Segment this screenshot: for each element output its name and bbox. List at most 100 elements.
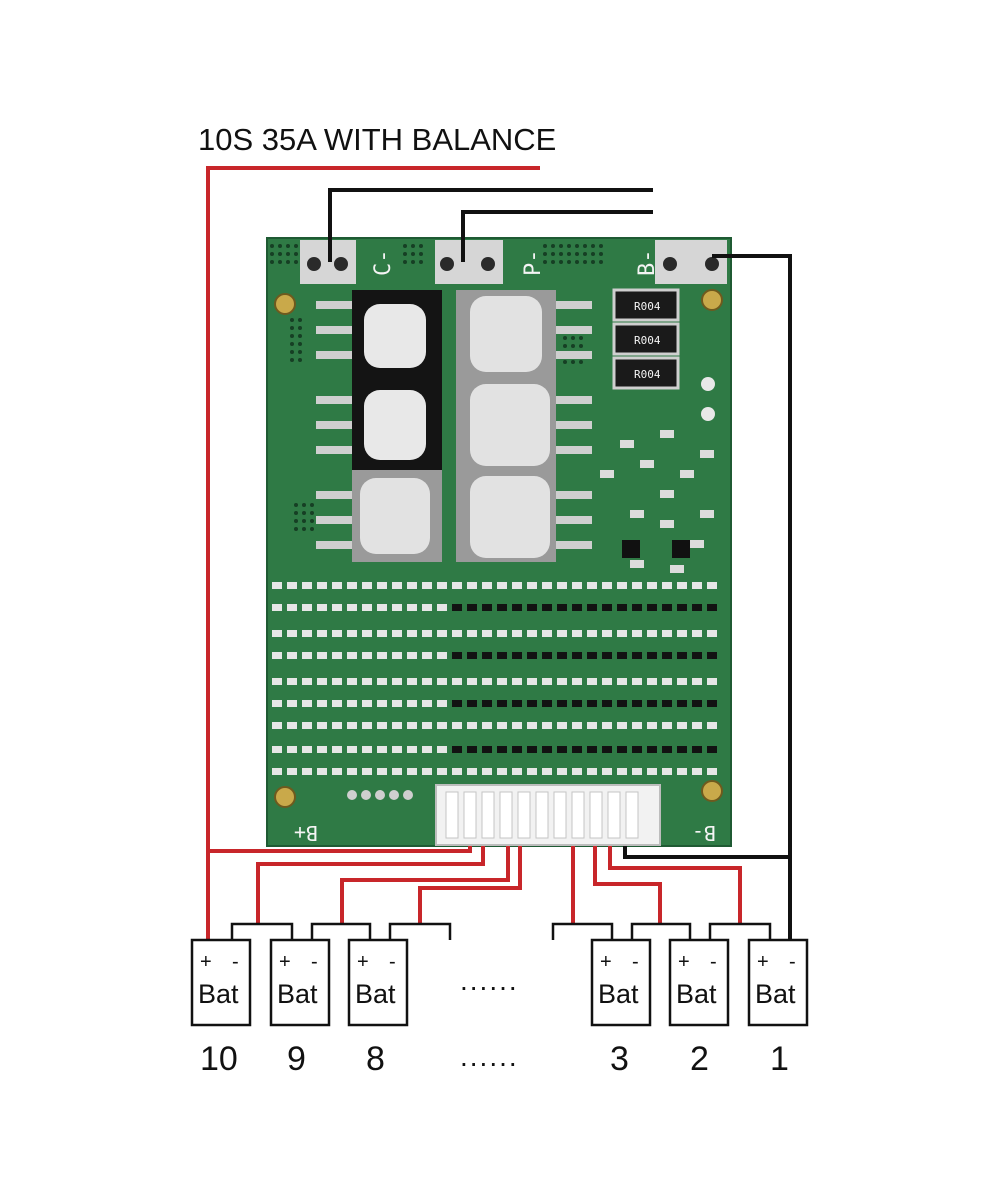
balance-wire-7 xyxy=(418,846,522,924)
smd-component xyxy=(692,582,702,589)
battery-plus: + xyxy=(757,951,769,973)
smd-component xyxy=(392,630,402,637)
smd-component xyxy=(707,768,717,775)
via xyxy=(419,252,423,256)
balance-wire-8 xyxy=(340,846,510,924)
smd-component xyxy=(602,700,612,707)
via xyxy=(302,511,306,515)
via xyxy=(310,503,314,507)
smd-component xyxy=(557,700,567,707)
smd-component xyxy=(482,700,492,707)
smd-component xyxy=(482,768,492,775)
smd-component xyxy=(512,678,522,685)
smd-component xyxy=(542,768,552,775)
smd-component xyxy=(617,604,627,611)
battery-minus: - xyxy=(710,951,717,973)
heat-sink-pad xyxy=(470,384,550,466)
smd-component xyxy=(437,582,447,589)
smd-component xyxy=(452,768,462,775)
control-smd-parts xyxy=(600,430,714,573)
via xyxy=(310,527,314,531)
smd-component xyxy=(362,652,372,659)
smd-component xyxy=(407,768,417,775)
connector-slot xyxy=(571,791,585,839)
via xyxy=(567,260,571,264)
battery-number: 8 xyxy=(366,1040,385,1078)
via xyxy=(310,519,314,523)
smd-part xyxy=(670,565,684,573)
smd-component xyxy=(467,768,477,775)
via xyxy=(563,360,567,364)
via xyxy=(575,252,579,256)
smd-component xyxy=(497,700,507,707)
smd-component xyxy=(272,722,282,729)
battery-cell-8: + - Bat 8 xyxy=(347,938,409,1078)
smd-component xyxy=(467,604,477,611)
smd-component xyxy=(377,582,387,589)
smd-component xyxy=(287,652,297,659)
shunt-marking: R004 xyxy=(634,334,661,347)
smd-component xyxy=(392,722,402,729)
battery-plus: + xyxy=(200,951,212,973)
mosfet-lead xyxy=(556,491,592,499)
via xyxy=(559,244,563,248)
pad-hole xyxy=(440,257,454,271)
smd-component xyxy=(332,652,342,659)
connector-slots xyxy=(445,791,639,839)
mosfet-lead xyxy=(316,396,352,404)
smd-component xyxy=(317,630,327,637)
smd-component xyxy=(617,768,627,775)
via xyxy=(571,336,575,340)
via xyxy=(403,260,407,264)
smd-component xyxy=(647,746,657,753)
smd-component xyxy=(422,604,432,611)
smd-component xyxy=(707,604,717,611)
via xyxy=(298,326,302,330)
smd-component xyxy=(302,678,312,685)
smd-component xyxy=(617,746,627,753)
mosfet-lead xyxy=(316,541,352,549)
smd-component xyxy=(452,582,462,589)
smd-component xyxy=(467,700,477,707)
smd-component xyxy=(632,678,642,685)
smd-component xyxy=(272,678,282,685)
mosfet-lead xyxy=(556,446,592,454)
smd-component xyxy=(572,652,582,659)
smd-component xyxy=(317,700,327,707)
smd-component xyxy=(302,652,312,659)
smd-component xyxy=(497,678,507,685)
smd-component xyxy=(467,722,477,729)
smd-part xyxy=(660,490,674,498)
series-link-2-1 xyxy=(708,922,772,940)
smd-component xyxy=(467,630,477,637)
smd-component xyxy=(287,700,297,707)
smd-component xyxy=(302,700,312,707)
smd-component xyxy=(302,768,312,775)
mosfet-array xyxy=(316,290,592,562)
battery-minus: - xyxy=(632,951,639,973)
via xyxy=(298,358,302,362)
smd-component xyxy=(317,746,327,753)
smd-component xyxy=(287,604,297,611)
c-minus-label: C- xyxy=(371,250,396,277)
smd-component xyxy=(497,768,507,775)
smd-component xyxy=(557,746,567,753)
battery-cell-10: + - Bat 10 xyxy=(190,938,252,1078)
smd-component xyxy=(422,722,432,729)
smd-component xyxy=(602,630,612,637)
smd-component xyxy=(452,604,462,611)
smd-component xyxy=(482,604,492,611)
smd-component xyxy=(542,604,552,611)
battery-cells: + - Bat 10 + - Bat 9 + - Bat 8 + - Bat 3 xyxy=(190,938,809,1078)
smd-part xyxy=(700,510,714,518)
via xyxy=(411,260,415,264)
smd-component xyxy=(572,678,582,685)
smd-component xyxy=(482,582,492,589)
mosfet-lead xyxy=(316,326,352,334)
ellipsis-numbers: ...... xyxy=(460,1041,519,1072)
via xyxy=(298,342,302,346)
smd-component xyxy=(302,746,312,753)
ellipsis-batteries: ...... xyxy=(460,965,519,996)
smd-component xyxy=(452,630,462,637)
smd-component xyxy=(572,700,582,707)
